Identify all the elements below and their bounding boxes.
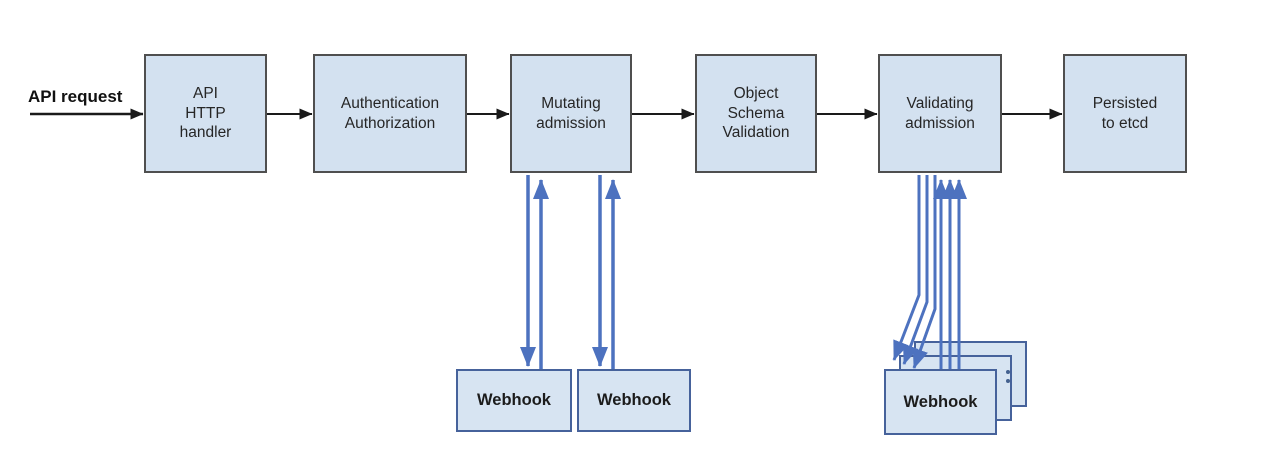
validating-webhook-arrows bbox=[892, 175, 967, 369]
mutating-webhook-arrows bbox=[520, 175, 621, 369]
webhook-request-arrow bbox=[902, 175, 929, 365]
webhook-request-arrow bbox=[912, 175, 937, 369]
webhook-request-arrow bbox=[892, 175, 921, 361]
